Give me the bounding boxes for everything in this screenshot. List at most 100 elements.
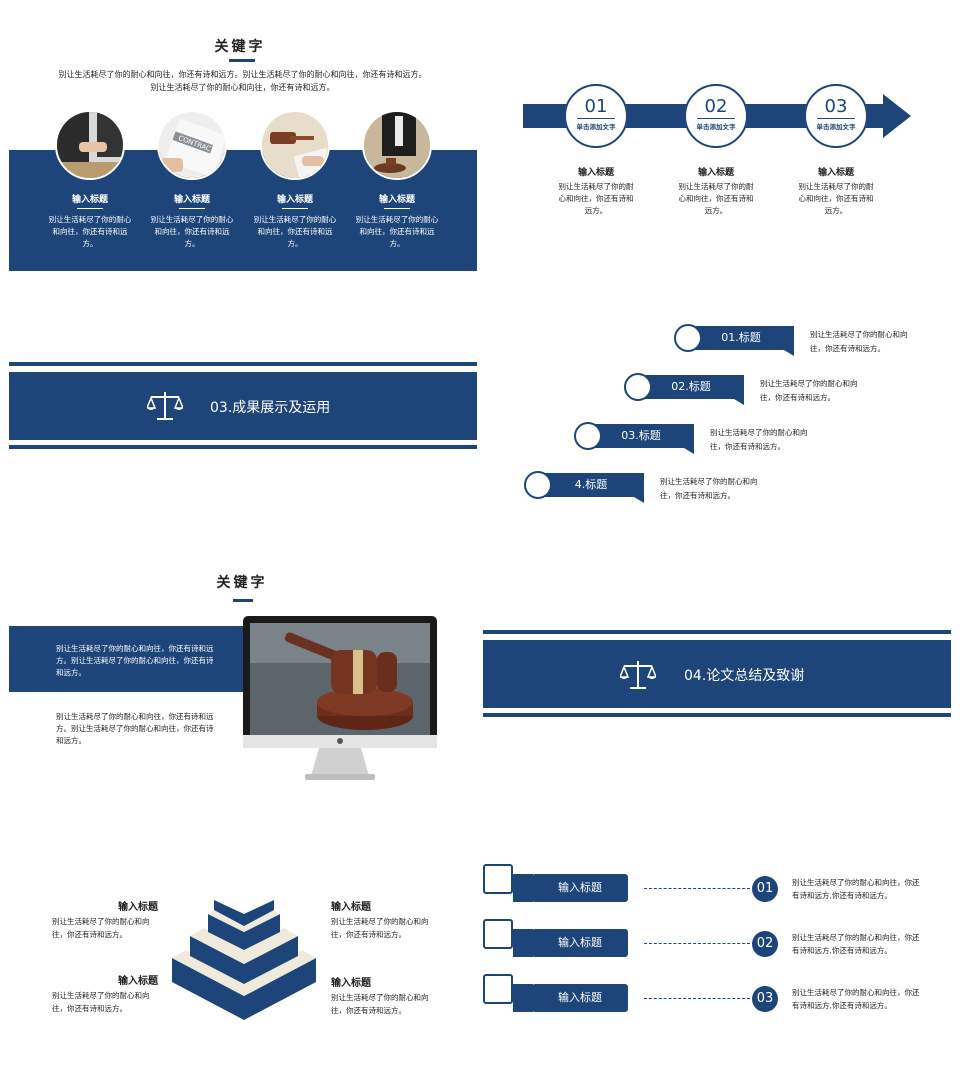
step-text: 别让生活耗尽了你的耐心和向往，你还有诗和远方。 xyxy=(798,182,874,215)
card-title: 输入标题 xyxy=(276,195,313,205)
card-text: 别让生活耗尽了你的耐心和向往，你还有诗和远方。 xyxy=(150,215,234,248)
block-title: 输入标题 xyxy=(331,978,371,989)
layer-block-1: 输入标题 别让生活耗尽了你的耐心和向往，你还有诗和远方。 xyxy=(52,898,158,941)
title-underline xyxy=(229,59,255,62)
step-divider xyxy=(697,118,735,119)
section-title: 04.论文总结及致谢 xyxy=(684,668,805,684)
row-pill-connector xyxy=(513,984,533,1012)
step-number: 03 xyxy=(824,96,848,117)
card-4: 输入标题 别让生活耗尽了你的耐心和向往，你还有诗和远方。 xyxy=(355,192,439,250)
card-title: 输入标题 xyxy=(173,195,210,205)
step-sub: 单击添加文字 xyxy=(696,123,736,131)
step-block-2: 输入标题 别让生活耗尽了你的耐心和向往，你还有诗和远方。 xyxy=(676,165,756,217)
section-band xyxy=(9,372,477,440)
card-divider xyxy=(179,208,205,209)
card-1: 输入标题 别让生活耗尽了你的耐心和向往，你还有诗和远方。 xyxy=(48,192,132,250)
row-pill-connector xyxy=(513,874,533,902)
tag-2: 02.标题 xyxy=(638,375,744,399)
tag-1: 01.标题 xyxy=(688,326,794,350)
tag-circle xyxy=(624,373,652,401)
card-text: 别让生活耗尽了你的耐心和向往，你还有诗和远方。 xyxy=(48,215,132,248)
card-text: 别让生活耗尽了你的耐心和向往，你还有诗和远方。 xyxy=(355,215,439,248)
tag-text: 别让生活耗尽了你的耐心和向往，你还有诗和远方。 xyxy=(760,379,858,402)
block-title: 输入标题 xyxy=(118,976,158,987)
card-divider xyxy=(384,208,410,209)
body-text: 别让生活耗尽了你的耐心和向往，你还有诗和远方。别让生活耗尽了你的耐心和向往，你还… xyxy=(56,712,214,745)
row-pill-connector xyxy=(513,929,533,957)
contract-photo: CONTRACT xyxy=(157,110,227,180)
tag-circle xyxy=(574,422,602,450)
step-title: 输入标题 xyxy=(697,168,734,178)
row-box-icon xyxy=(483,864,513,894)
row-number-3: 03 xyxy=(752,986,778,1012)
dotted-connector xyxy=(644,998,750,999)
tag-fold xyxy=(734,399,744,405)
tag-fold xyxy=(684,448,694,454)
step-circle-1 xyxy=(564,84,628,148)
block-text: 别让生活耗尽了你的耐心和向往，你还有诗和远方。 xyxy=(52,991,150,1013)
step-number: 01 xyxy=(584,96,608,117)
layer-block-2: 输入标题 别让生活耗尽了你的耐心和向往，你还有诗和远方。 xyxy=(52,972,158,1015)
tag-text: 别让生活耗尽了你的耐心和向往，你还有诗和远方。 xyxy=(660,477,758,500)
layer-block-4: 输入标题 别让生活耗尽了你的耐心和向往，你还有诗和远方。 xyxy=(331,974,439,1017)
row-text: 别让生活耗尽了你的耐心和向往，你还有诗和远方,你还有诗和远方。 xyxy=(792,933,920,955)
top-rule xyxy=(483,630,951,634)
step-circle-2 xyxy=(684,84,748,148)
tag-text: 别让生活耗尽了你的耐心和向往，你还有诗和远方。 xyxy=(810,330,908,353)
tag-fold xyxy=(784,350,794,356)
step-divider xyxy=(577,118,615,119)
title-underline xyxy=(233,599,253,602)
section-band xyxy=(483,640,951,708)
step-sub: 单击添加文字 xyxy=(576,123,616,131)
step-title: 输入标题 xyxy=(577,168,614,178)
step-divider xyxy=(817,118,855,119)
bottom-rule xyxy=(9,445,477,449)
handshake-photo xyxy=(55,110,125,180)
row-text: 别让生活耗尽了你的耐心和向往，你还有诗和远方,你还有诗和远方。 xyxy=(792,988,920,1010)
block-text: 别让生活耗尽了你的耐心和向往，你还有诗和远方。 xyxy=(331,917,429,939)
dotted-connector xyxy=(644,943,750,944)
step-text: 别让生活耗尽了你的耐心和向往，你还有诗和远方。 xyxy=(678,182,754,215)
tag-circle xyxy=(674,324,702,352)
card-title: 输入标题 xyxy=(378,195,415,205)
row-box-icon xyxy=(483,919,513,949)
step-title: 输入标题 xyxy=(817,168,854,178)
text-band xyxy=(9,626,249,692)
gavel-photo xyxy=(260,110,330,180)
row-number-2: 02 xyxy=(752,931,778,957)
tag-3: 03.标题 xyxy=(588,424,694,448)
step-sub: 单击添加文字 xyxy=(816,123,856,131)
tag-text: 别让生活耗尽了你的耐心和向往，你还有诗和远方。 xyxy=(710,428,808,451)
layers-icon xyxy=(172,900,316,1020)
block-title: 输入标题 xyxy=(118,902,158,913)
step-block-3: 输入标题 别让生活耗尽了你的耐心和向往，你还有诗和远方。 xyxy=(796,165,876,217)
card-3: 输入标题 别让生活耗尽了你的耐心和向往，你还有诗和远方。 xyxy=(253,192,337,250)
layer-block-3: 输入标题 别让生活耗尽了你的耐心和向往，你还有诗和远方。 xyxy=(331,898,439,941)
card-2: 输入标题 别让生活耗尽了你的耐心和向往，你还有诗和远方。 xyxy=(150,192,234,250)
scales-icon xyxy=(620,661,656,689)
step-text: 别让生活耗尽了你的耐心和向往，你还有诗和远方。 xyxy=(558,182,634,215)
block-text: 别让生活耗尽了你的耐心和向往，你还有诗和远方。 xyxy=(52,917,150,939)
lawyer-photo xyxy=(362,110,432,180)
step-number: 02 xyxy=(704,96,728,117)
band-text: 别让生活耗尽了你的耐心和向往，你还有诗和远方。别让生活耗尽了你的耐心和向往，你还… xyxy=(56,644,214,677)
card-text: 别让生活耗尽了你的耐心和向往，你还有诗和远方。 xyxy=(253,215,337,248)
row-pill-3: 输入标题 xyxy=(532,984,628,1012)
tag-fold xyxy=(634,497,644,503)
row-box-icon xyxy=(483,974,513,1004)
block-text: 别让生活耗尽了你的耐心和向往，你还有诗和远方。 xyxy=(331,993,429,1015)
block-title: 输入标题 xyxy=(331,902,371,913)
top-rule xyxy=(9,362,477,366)
scales-icon xyxy=(147,392,183,420)
row-number-1: 01 xyxy=(752,876,778,902)
row-pill-2: 输入标题 xyxy=(532,929,628,957)
tag-4: 4.标题 xyxy=(538,473,644,497)
row-pill-1: 输入标题 xyxy=(532,874,628,902)
card-title: 输入标题 xyxy=(71,195,108,205)
dotted-connector xyxy=(644,888,750,889)
card-divider xyxy=(77,208,103,209)
step-block-1: 输入标题 别让生活耗尽了你的耐心和向往，你还有诗和远方。 xyxy=(556,165,636,217)
slide5-title: 关键字 xyxy=(216,575,268,591)
slide1-title: 关键字 xyxy=(214,39,266,55)
card-divider xyxy=(282,208,308,209)
